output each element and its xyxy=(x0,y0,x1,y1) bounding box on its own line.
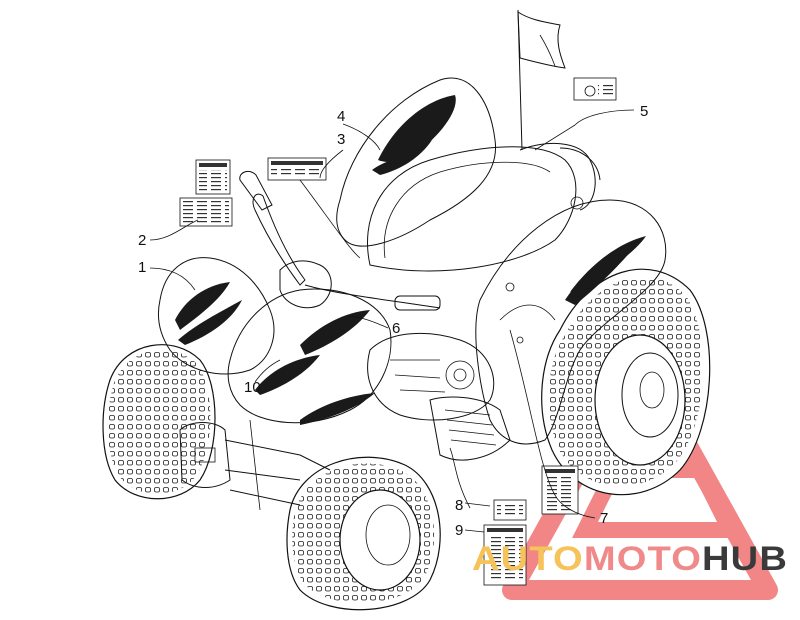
callout-3: 3 xyxy=(337,131,345,148)
decal-9-warning-label xyxy=(483,524,527,586)
decal-5-label xyxy=(573,77,617,101)
callout-9: 9 xyxy=(455,522,463,539)
callout-6: 6 xyxy=(392,320,400,337)
callout-10: 10 xyxy=(244,379,261,396)
decal-8-warning-label xyxy=(493,499,527,521)
footrest xyxy=(429,396,511,461)
front-left-tire xyxy=(102,344,216,500)
decal-2-warning-labels xyxy=(179,159,233,227)
watermark-moto: MOTO xyxy=(584,540,702,578)
watermark-auto: AUTO xyxy=(472,540,584,578)
callout-1: 1 xyxy=(138,259,146,276)
callout-5: 5 xyxy=(640,103,648,120)
front-bumper xyxy=(179,419,331,511)
callout-numbers: 1 2 3 4 5 6 7 8 9 10 xyxy=(138,103,648,539)
engine xyxy=(367,332,495,421)
safety-flag xyxy=(517,9,566,151)
handlebars xyxy=(239,170,441,311)
rear-fender xyxy=(475,199,667,445)
decal-7-warning-label xyxy=(541,465,579,515)
decal-3-warning-label xyxy=(267,157,327,181)
seat xyxy=(367,142,601,272)
front-nose xyxy=(227,260,392,425)
rear-right-tire xyxy=(541,268,711,496)
front-right-tire xyxy=(286,456,441,611)
rear-seat-cover xyxy=(336,77,497,247)
front-fender xyxy=(157,257,275,375)
callout-8: 8 xyxy=(455,497,463,514)
callout-2: 2 xyxy=(138,232,146,249)
leader-lines xyxy=(149,109,635,533)
callout-7: 7 xyxy=(600,510,608,527)
callout-4: 4 xyxy=(337,108,345,125)
watermark-hub: HUB xyxy=(702,540,788,578)
